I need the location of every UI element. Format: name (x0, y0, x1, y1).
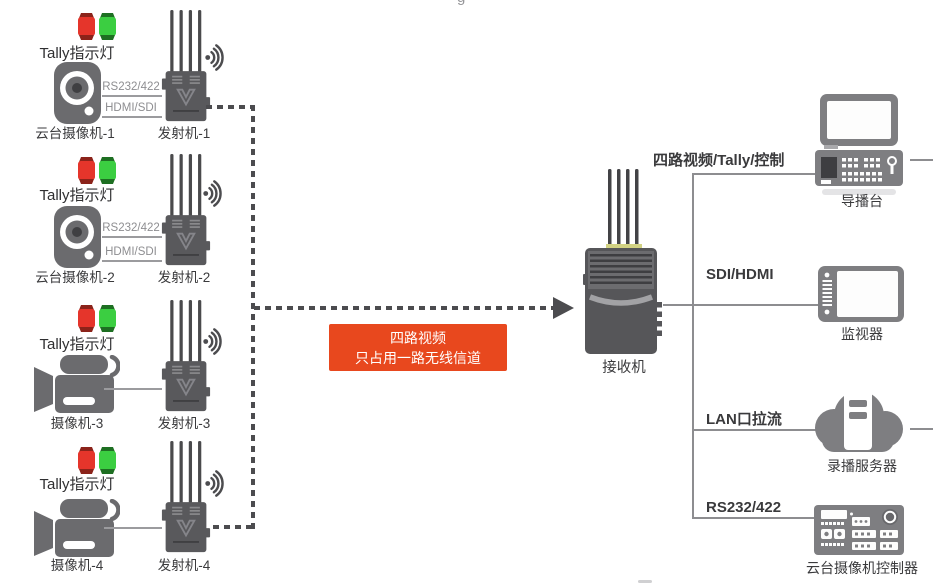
video-link-line (104, 388, 162, 390)
transmitter-icon (161, 154, 211, 266)
server-right-stub-line (910, 428, 933, 430)
switcher-label: 导播台 (841, 193, 883, 209)
channel-note-box: 四路视频 只占用一路无线信道 (329, 324, 507, 371)
tally-lights-icon (78, 13, 116, 40)
ptz-controller-icon (814, 505, 904, 555)
serial-link-label: RS232/422 (102, 81, 160, 93)
receiver-label: 接收机 (602, 360, 646, 376)
tally-label: Tally指示灯 (39, 476, 115, 493)
camera-label: 云台摄像机-2 (35, 270, 115, 285)
dashed-bus-line (251, 105, 255, 529)
dashed-branch-line-top (206, 105, 254, 109)
camera-label: 摄像机-4 (50, 558, 104, 573)
transmitter-label: 发射机-2 (157, 270, 211, 285)
tally-lights-icon (78, 447, 116, 474)
hdmi-link-label: HDMI/SDI (105, 102, 157, 114)
top-edge-partial-glyph: g (457, 0, 465, 6)
wireless-signal-icon (203, 328, 222, 355)
hdmi-link-line (102, 260, 162, 262)
channel-note-line2: 只占用一路无线信道 (355, 350, 481, 366)
ptz-controller-label: 云台摄像机控制器 (806, 560, 918, 576)
recording-server-icon (815, 390, 903, 452)
output-bus-line (692, 174, 694, 519)
branch-label-rs232-422: RS232/422 (706, 499, 782, 516)
serial-link-line (102, 95, 162, 97)
tally-label: Tally指示灯 (39, 187, 115, 204)
branch-label-video-tally-control: 四路视频/Tally/控制 (653, 152, 785, 169)
recording-server-label: 录播服务器 (827, 458, 897, 474)
transmitter-icon (161, 300, 211, 412)
hdmi-link-label: HDMI/SDI (105, 246, 157, 258)
transmitter-icon (161, 10, 211, 122)
switcher-right-stub-line (910, 159, 933, 161)
wireless-signal-icon (205, 44, 224, 71)
branch-line-controller (692, 517, 818, 519)
channel-note-line1: 四路视频 (390, 330, 446, 346)
branch-label-lan-stream: LAN口拉流 (706, 411, 782, 428)
camera-label: 云台摄像机-1 (35, 126, 115, 141)
serial-link-line (102, 236, 162, 238)
transmitter-label: 发射机-1 (157, 126, 211, 141)
receiver-icon (583, 169, 662, 354)
transmitter-label: 发射机-4 (157, 558, 211, 573)
tally-lights-icon (78, 305, 116, 332)
transmitter-icon (161, 441, 211, 553)
monitor-label: 监视器 (841, 326, 883, 342)
dashed-branch-line-bottom (213, 525, 253, 529)
camcorder-icon (34, 355, 120, 413)
tally-label: Tally指示灯 (39, 45, 115, 62)
ptz-camera-icon (54, 206, 101, 268)
branch-line-switcher (692, 173, 818, 175)
camera-label: 摄像机-3 (50, 416, 104, 431)
monitor-icon (818, 266, 904, 322)
bottom-edge-artifact (638, 580, 652, 583)
wireless-signal-icon (203, 180, 222, 207)
dashed-trunk-line (254, 306, 554, 310)
hdmi-link-line (102, 116, 162, 118)
video-link-line (104, 527, 162, 529)
wireless-signal-icon (205, 470, 224, 497)
tally-lights-icon (78, 157, 116, 184)
camcorder-icon (34, 499, 120, 557)
video-switcher-icon (815, 94, 903, 195)
serial-link-label: RS232/422 (102, 222, 160, 234)
branch-line-server (692, 429, 816, 431)
tally-label: Tally指示灯 (39, 336, 115, 353)
branch-label-sdi-hdmi: SDI/HDMI (706, 266, 774, 283)
dashed-arrowhead (553, 297, 574, 319)
receiver-to-monitor-line (663, 304, 819, 306)
transmitter-label: 发射机-3 (157, 416, 211, 431)
ptz-camera-icon (54, 62, 101, 124)
